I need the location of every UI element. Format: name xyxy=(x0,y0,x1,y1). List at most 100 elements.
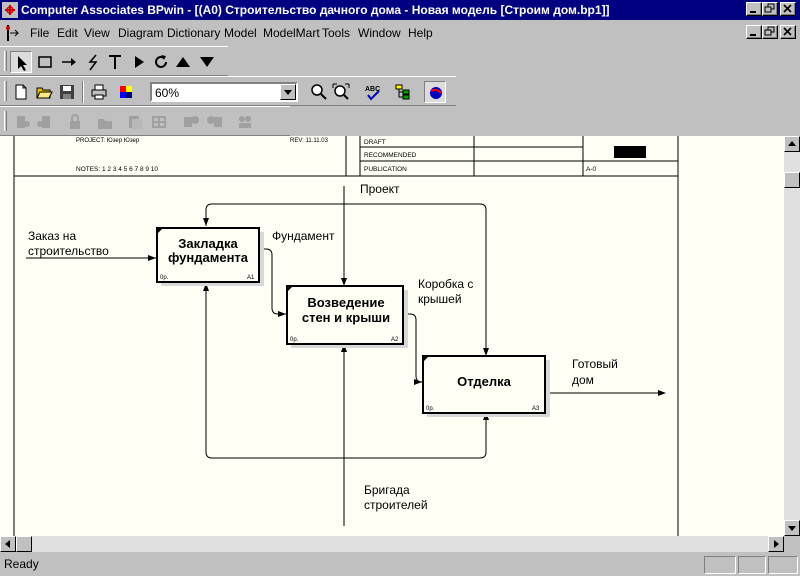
model-explorer-button[interactable] xyxy=(392,81,414,103)
lock-icon[interactable] xyxy=(64,111,86,133)
save-button[interactable] xyxy=(56,81,78,103)
squiggle-tool-button[interactable] xyxy=(82,51,104,73)
header-black-block xyxy=(614,146,646,158)
mm-folder-icon[interactable] xyxy=(94,111,116,133)
mm-disconnect-icon[interactable] xyxy=(34,111,56,133)
menu-diagram[interactable]: Diagram xyxy=(118,26,164,40)
bpwin-app-icon[interactable] xyxy=(2,2,18,18)
horizontal-scroll-thumb[interactable] xyxy=(16,536,32,552)
label-korobka-line1[interactable]: Коробка с xyxy=(418,277,473,291)
standard-toolbar: 60% ABC xyxy=(0,76,456,106)
a1-node: A1 xyxy=(247,275,255,281)
scroll-down-button[interactable] xyxy=(784,520,800,536)
text-tool-button[interactable] xyxy=(104,51,126,73)
mm-library-icon[interactable] xyxy=(124,111,146,133)
scroll-right-button[interactable] xyxy=(768,536,784,552)
mm-check-out-icon[interactable] xyxy=(204,111,226,133)
new-file-button[interactable] xyxy=(10,81,32,103)
a2-label-line2: стен и крыши xyxy=(302,310,390,325)
label-mechanism-line1[interactable]: Бригада xyxy=(364,483,410,497)
a2-cost: 0р. xyxy=(290,337,299,343)
label-mechanism-line2[interactable]: строителей xyxy=(364,498,428,512)
go-down-button[interactable] xyxy=(196,51,218,73)
label-input-line1[interactable]: Заказ на xyxy=(28,229,76,243)
menu-help[interactable]: Help xyxy=(408,26,433,40)
label-output-line2[interactable]: дом xyxy=(572,373,594,387)
minimize-button[interactable] xyxy=(746,2,762,16)
status-bar: Ready xyxy=(0,554,800,576)
go-to-parent-button[interactable] xyxy=(172,51,194,73)
go-to-child-button[interactable] xyxy=(128,51,150,73)
menu-view[interactable]: View xyxy=(84,26,110,40)
color-palette-button[interactable] xyxy=(116,81,138,103)
window-title: Computer Associates BPwin - [(A0) Строит… xyxy=(21,3,610,17)
menu-modelmart[interactable]: ModelMart xyxy=(263,26,320,40)
mdi-restore-button[interactable] xyxy=(762,25,778,39)
status-panel xyxy=(704,556,736,574)
drawing-toolbar xyxy=(0,46,228,76)
toolbar-grip[interactable] xyxy=(4,81,7,101)
label-input-line2[interactable]: строительство xyxy=(28,244,109,258)
horizontal-scrollbar[interactable] xyxy=(0,536,784,552)
mm-users-icon[interactable] xyxy=(234,111,256,133)
mm-check-in-icon[interactable] xyxy=(180,111,202,133)
rotate-icon[interactable] xyxy=(150,51,172,73)
activity-box-a2[interactable]: Возведение стен и крыши 0р. A2 xyxy=(286,285,408,348)
control-branch-a3[interactable] xyxy=(344,203,487,354)
a1-cost: 0р. xyxy=(160,275,169,281)
status-panel xyxy=(768,556,798,574)
mechanism-loop[interactable] xyxy=(205,284,487,459)
vertical-scrollbar[interactable] xyxy=(784,136,800,552)
menu-file[interactable]: File xyxy=(30,26,50,40)
label-fundament[interactable]: Фундамент xyxy=(272,229,335,243)
activity-box-a1[interactable]: Закладка фундамента 0р. A1 xyxy=(156,227,264,286)
modelmart-toolbar xyxy=(0,106,290,136)
toolbar-grip[interactable] xyxy=(4,111,7,131)
menu-model[interactable]: Model xyxy=(224,26,257,40)
control-branch-a1[interactable] xyxy=(205,203,344,226)
pointer-tool-button[interactable] xyxy=(10,51,32,73)
zoom-in-button[interactable] xyxy=(308,81,330,103)
mdi-minimize-button[interactable] xyxy=(746,25,762,39)
diagram-arrows xyxy=(26,186,660,526)
a1-label-line1: Закладка xyxy=(178,236,238,251)
diagram-canvas[interactable]: PROJECT: Юзер Юзер REV: 11.11.03 DRAFT R… xyxy=(0,136,784,536)
arrow-tool-button[interactable] xyxy=(58,51,80,73)
menu-window[interactable]: Window xyxy=(358,26,401,40)
scroll-up-button[interactable] xyxy=(784,136,800,152)
mm-grid-icon[interactable] xyxy=(148,111,170,133)
menu-dictionary[interactable]: Dictionary xyxy=(167,26,221,40)
a2-label-line1: Возведение xyxy=(307,295,384,310)
title-bar: Computer Associates BPwin - [(A0) Строит… xyxy=(0,0,800,20)
menu-edit[interactable]: Edit xyxy=(57,26,78,40)
header-rev: REV: 11.11.03 xyxy=(290,138,329,144)
vertical-scroll-thumb[interactable] xyxy=(784,172,800,188)
zoom-select[interactable]: 60% xyxy=(150,82,298,102)
print-button[interactable] xyxy=(88,81,110,103)
zoom-fit-button[interactable] xyxy=(330,81,352,103)
svg-text:ABC: ABC xyxy=(365,86,380,93)
mm-connect-icon[interactable] xyxy=(12,111,34,133)
header-draft: DRAFT xyxy=(364,139,386,146)
header-notes: NOTES: 1 2 3 4 5 6 7 8 9 10 xyxy=(76,166,158,173)
header-node: A-0 xyxy=(586,166,597,173)
label-control[interactable]: Проект xyxy=(360,182,400,196)
mdi-close-button[interactable] xyxy=(780,25,796,39)
activity-box-tool-button[interactable] xyxy=(34,51,56,73)
chevron-down-icon[interactable] xyxy=(280,84,296,100)
label-output-line1[interactable]: Готовый xyxy=(572,357,618,371)
modelmart-button[interactable] xyxy=(424,81,446,103)
activity-box-a3[interactable]: Отделка 0р. A3 xyxy=(422,355,550,417)
toolbar-grip[interactable] xyxy=(4,51,7,71)
a1-label-line2: фундамента xyxy=(168,250,249,265)
spell-check-button[interactable]: ABC xyxy=(362,81,384,103)
restore-button[interactable] xyxy=(762,2,778,16)
arrow-a1-a2[interactable] xyxy=(259,248,286,315)
label-korobka-line2[interactable]: крышей xyxy=(418,292,462,306)
toolbar-separator xyxy=(82,81,84,103)
menu-tools[interactable]: Tools xyxy=(322,26,351,40)
scroll-left-button[interactable] xyxy=(0,536,16,552)
document-icon[interactable] xyxy=(4,24,22,42)
close-button[interactable] xyxy=(780,2,796,16)
open-folder-button[interactable] xyxy=(33,81,55,103)
